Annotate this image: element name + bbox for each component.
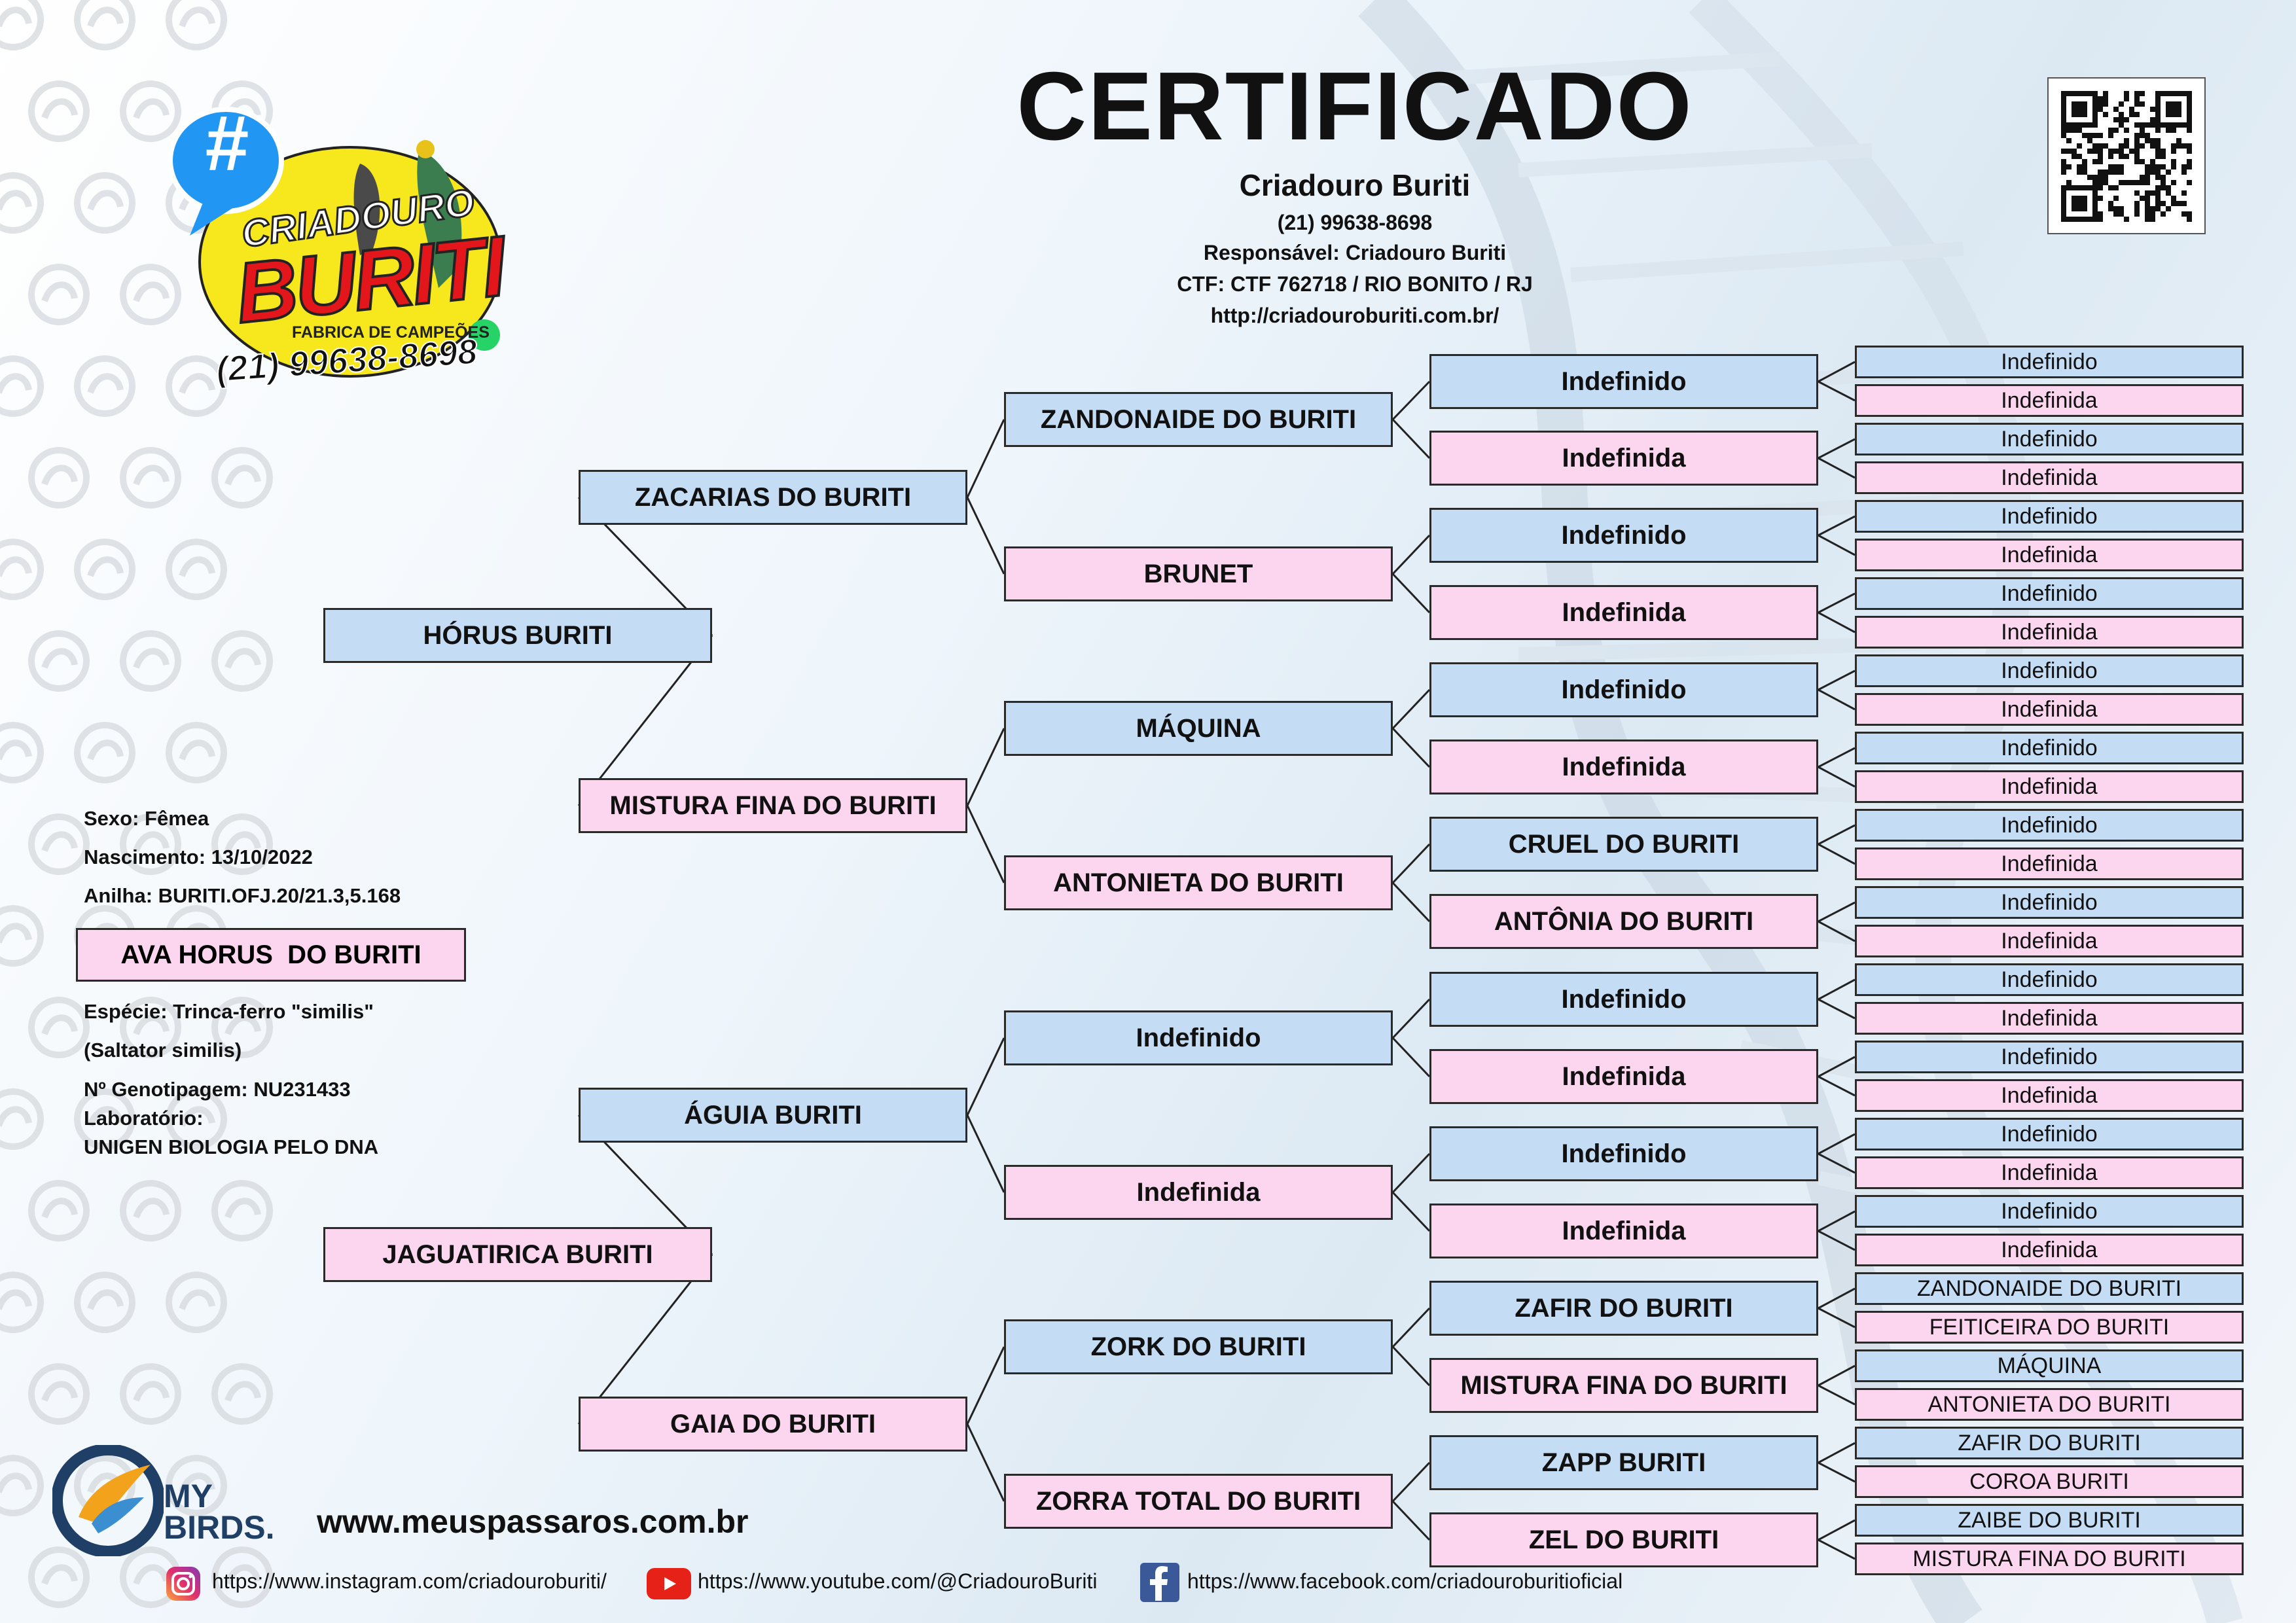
gen3-ancestor-6: Indefinida xyxy=(1004,1165,1393,1220)
mybirds-website[interactable]: www.meuspassaros.com.br xyxy=(317,1503,749,1540)
gen1-ancestor-2: JAGUATIRICA BURITI xyxy=(323,1227,712,1282)
gen5-ancestor-31: ZAIBE DO BURITI xyxy=(1855,1504,2244,1537)
gen5-ancestor-13: Indefinido xyxy=(1855,809,2244,842)
gen2-ancestor-3: ÁGUIA BURITI xyxy=(579,1088,967,1143)
gen5-ancestor-20: Indefinida xyxy=(1855,1079,2244,1112)
breeder-ctf: CTF: CTF 762718 / RIO BONITO / RJ xyxy=(1177,272,1533,296)
gen5-ancestor-28: ANTONIETA DO BURITI xyxy=(1855,1388,2244,1421)
bird-lab: UNIGEN BIOLOGIA PELO DNA xyxy=(84,1135,379,1158)
gen3-ancestor-1: ZANDONAIDE DO BURITI xyxy=(1004,392,1393,447)
gen2-ancestor-4: GAIA DO BURITI xyxy=(579,1397,967,1452)
qr-code-icon xyxy=(2061,91,2192,222)
gen4-ancestor-13: ZAFIR DO BURITI xyxy=(1429,1281,1818,1336)
gen4-ancestor-3: Indefinido xyxy=(1429,508,1818,563)
gen5-ancestor-9: Indefinido xyxy=(1855,654,2244,687)
gen5-ancestor-18: Indefinida xyxy=(1855,1002,2244,1035)
gen4-ancestor-15: ZAPP BURITI xyxy=(1429,1435,1818,1490)
instagram-icon[interactable] xyxy=(165,1565,202,1602)
gen5-ancestor-7: Indefinido xyxy=(1855,577,2244,610)
gen4-ancestor-12: Indefinida xyxy=(1429,1204,1818,1258)
gen5-ancestor-25: ZANDONAIDE DO BURITI xyxy=(1855,1272,2244,1305)
bird-birth: Nascimento: 13/10/2022 xyxy=(84,846,313,868)
gen5-ancestor-21: Indefinido xyxy=(1855,1118,2244,1150)
watermark-pattern xyxy=(0,0,273,1608)
mybirds-logo-icon xyxy=(52,1445,164,1556)
bird-name: AVA HORUS DO BURITI xyxy=(76,928,466,982)
criadouro-buriti-logo xyxy=(168,107,502,378)
gen1-ancestor-1: HÓRUS BURITI xyxy=(323,608,712,663)
gen4-ancestor-2: Indefinida xyxy=(1429,431,1818,486)
youtube-link[interactable]: https://www.youtube.com/@CriadouroBuriti xyxy=(698,1569,1098,1593)
breeder-website[interactable]: http://criadouroburiti.com.br/ xyxy=(1210,304,1499,327)
gen5-ancestor-22: Indefinida xyxy=(1855,1156,2244,1189)
gen4-ancestor-4: Indefinida xyxy=(1429,585,1818,640)
gen5-ancestor-24: Indefinida xyxy=(1855,1234,2244,1266)
bird-scientific-name: (Saltator similis) xyxy=(84,1039,242,1061)
gen5-ancestor-27: MÁQUINA xyxy=(1855,1349,2244,1382)
gen3-ancestor-4: ANTONIETA DO BURITI xyxy=(1004,855,1393,910)
gen5-ancestor-32: MISTURA FINA DO BURITI xyxy=(1855,1543,2244,1575)
certificate-title: CERTIFICADO xyxy=(1016,52,1693,160)
facebook-link[interactable]: https://www.facebook.com/criadouroburiti… xyxy=(1187,1569,1623,1593)
gen5-ancestor-30: COROA BURITI xyxy=(1855,1465,2244,1498)
gen3-ancestor-7: ZORK DO BURITI xyxy=(1004,1319,1393,1374)
gen5-ancestor-23: Indefinido xyxy=(1855,1195,2244,1228)
gen2-ancestor-2: MISTURA FINA DO BURITI xyxy=(579,778,967,833)
instagram-link[interactable]: https://www.instagram.com/criadouroburit… xyxy=(212,1569,607,1593)
qr-code[interactable] xyxy=(2047,77,2206,234)
bird-genotype: Nº Genotipagem: NU231433 xyxy=(84,1078,351,1101)
gen5-ancestor-14: Indefinida xyxy=(1855,847,2244,880)
gen4-ancestor-14: MISTURA FINA DO BURITI xyxy=(1429,1358,1818,1413)
mybirds-brand-line1: MY xyxy=(164,1478,213,1514)
mybirds-brand-line2: BIRDS. xyxy=(164,1509,275,1546)
gen4-ancestor-16: ZEL DO BURITI xyxy=(1429,1512,1818,1567)
gen5-ancestor-2: Indefinida xyxy=(1855,384,2244,417)
youtube-icon[interactable] xyxy=(647,1568,691,1599)
gen4-ancestor-8: ANTÔNIA DO BURITI xyxy=(1429,894,1818,949)
gen4-ancestor-1: Indefinido xyxy=(1429,354,1818,409)
gen3-ancestor-5: Indefinido xyxy=(1004,1010,1393,1065)
breeder-responsible: Responsável: Criadouro Buriti xyxy=(1203,241,1507,264)
gen5-ancestor-12: Indefinida xyxy=(1855,770,2244,803)
bird-species: Espécie: Trinca-ferro "similis" xyxy=(84,1000,374,1023)
bird-ring: Anilha: BURITI.OFJ.20/21.3,5.168 xyxy=(84,884,401,907)
gen5-ancestor-26: FEITICEIRA DO BURITI xyxy=(1855,1311,2244,1344)
gen5-ancestor-5: Indefinido xyxy=(1855,500,2244,533)
logo-tagline: FABRICA DE CAMPEÕES xyxy=(292,323,490,342)
gen5-ancestor-3: Indefinido xyxy=(1855,423,2244,455)
gen4-ancestor-7: CRUEL DO BURITI xyxy=(1429,817,1818,872)
gen5-ancestor-29: ZAFIR DO BURITI xyxy=(1855,1427,2244,1459)
gen5-ancestor-17: Indefinido xyxy=(1855,963,2244,996)
gen2-ancestor-1: ZACARIAS DO BURITI xyxy=(579,470,967,525)
gen5-ancestor-15: Indefinido xyxy=(1855,886,2244,919)
gen5-ancestor-6: Indefinida xyxy=(1855,539,2244,571)
gen4-ancestor-9: Indefinido xyxy=(1429,972,1818,1027)
gen5-ancestor-1: Indefinido xyxy=(1855,346,2244,378)
gen5-ancestor-8: Indefinida xyxy=(1855,616,2244,649)
gen4-ancestor-5: Indefinido xyxy=(1429,662,1818,717)
gen3-ancestor-3: MÁQUINA xyxy=(1004,701,1393,756)
gen5-ancestor-10: Indefinida xyxy=(1855,693,2244,726)
gen3-ancestor-8: ZORRA TOTAL DO BURITI xyxy=(1004,1474,1393,1529)
facebook-icon[interactable] xyxy=(1140,1563,1179,1602)
gen4-ancestor-11: Indefinido xyxy=(1429,1126,1818,1181)
gen5-ancestor-19: Indefinido xyxy=(1855,1041,2244,1073)
breeder-phone: (21) 99638-8698 xyxy=(1277,211,1433,234)
gen3-ancestor-2: BRUNET xyxy=(1004,546,1393,601)
gen5-ancestor-11: Indefinido xyxy=(1855,732,2244,764)
gen5-ancestor-16: Indefinida xyxy=(1855,925,2244,957)
gen5-ancestor-4: Indefinida xyxy=(1855,461,2244,494)
bird-sex: Sexo: Fêmea xyxy=(84,807,209,830)
bird-lab-label: Laboratório: xyxy=(84,1107,204,1130)
gen4-ancestor-6: Indefinida xyxy=(1429,740,1818,794)
breeder-name: Criadouro Buriti xyxy=(1239,168,1471,202)
logo-hash: # xyxy=(205,99,249,187)
gen4-ancestor-10: Indefinida xyxy=(1429,1049,1818,1104)
